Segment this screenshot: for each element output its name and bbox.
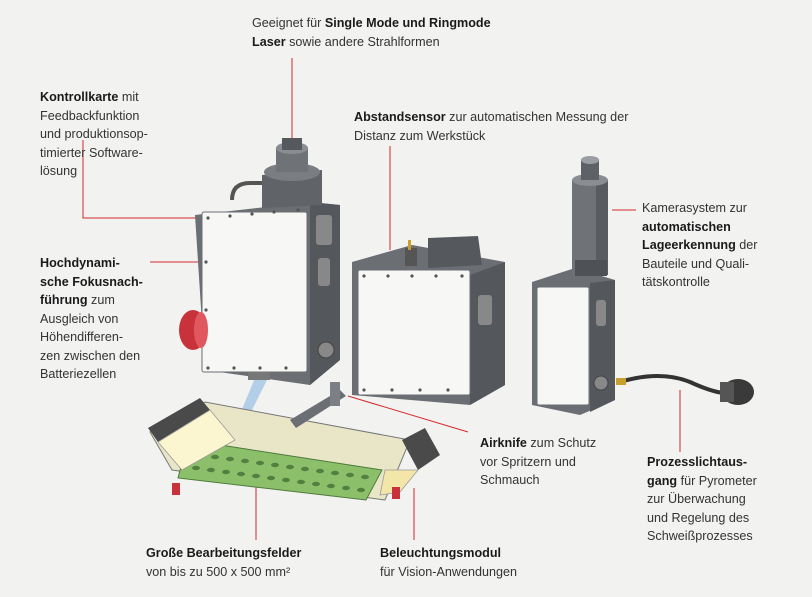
leader-line-kontrollkarte bbox=[82, 140, 200, 219]
workpiece-tray bbox=[148, 398, 440, 501]
label-kontrollkarte: Kontrollkarte mit Feedbackfunktion und p… bbox=[40, 90, 148, 178]
label-kamerasystem: Kamerasystem zur automatischen Lageerken… bbox=[642, 201, 758, 289]
airknife-unit bbox=[290, 382, 346, 428]
leader-lines bbox=[82, 58, 681, 540]
pyrometer-output bbox=[616, 374, 754, 405]
label-prozesslichtausgang: Prozesslichtaus- gang für Pyrometer zur … bbox=[647, 455, 757, 543]
scanner-head bbox=[179, 138, 340, 385]
label-fokusnachfuehrung: Hochdynami- sche Fokusnach- führung zum … bbox=[40, 256, 143, 381]
label-laser: Geeignet für Single Mode und Ringmode La… bbox=[252, 16, 491, 49]
label-beleuchtungsmodul: Beleuchtungsmodul für Vision-Anwendungen bbox=[380, 546, 517, 579]
camera-system bbox=[532, 156, 615, 415]
distance-sensor-box bbox=[352, 236, 505, 405]
label-bearbeitungsfelder: Große Bearbeitungsfelder von bis zu 500 … bbox=[146, 546, 302, 579]
label-abstandsensor: Abstandsensor zur automatischen Messung … bbox=[354, 110, 629, 143]
label-airknife: Airknife zum Schutz vor Spritzern und Sc… bbox=[480, 436, 597, 487]
leader-line-airknife bbox=[347, 395, 469, 433]
